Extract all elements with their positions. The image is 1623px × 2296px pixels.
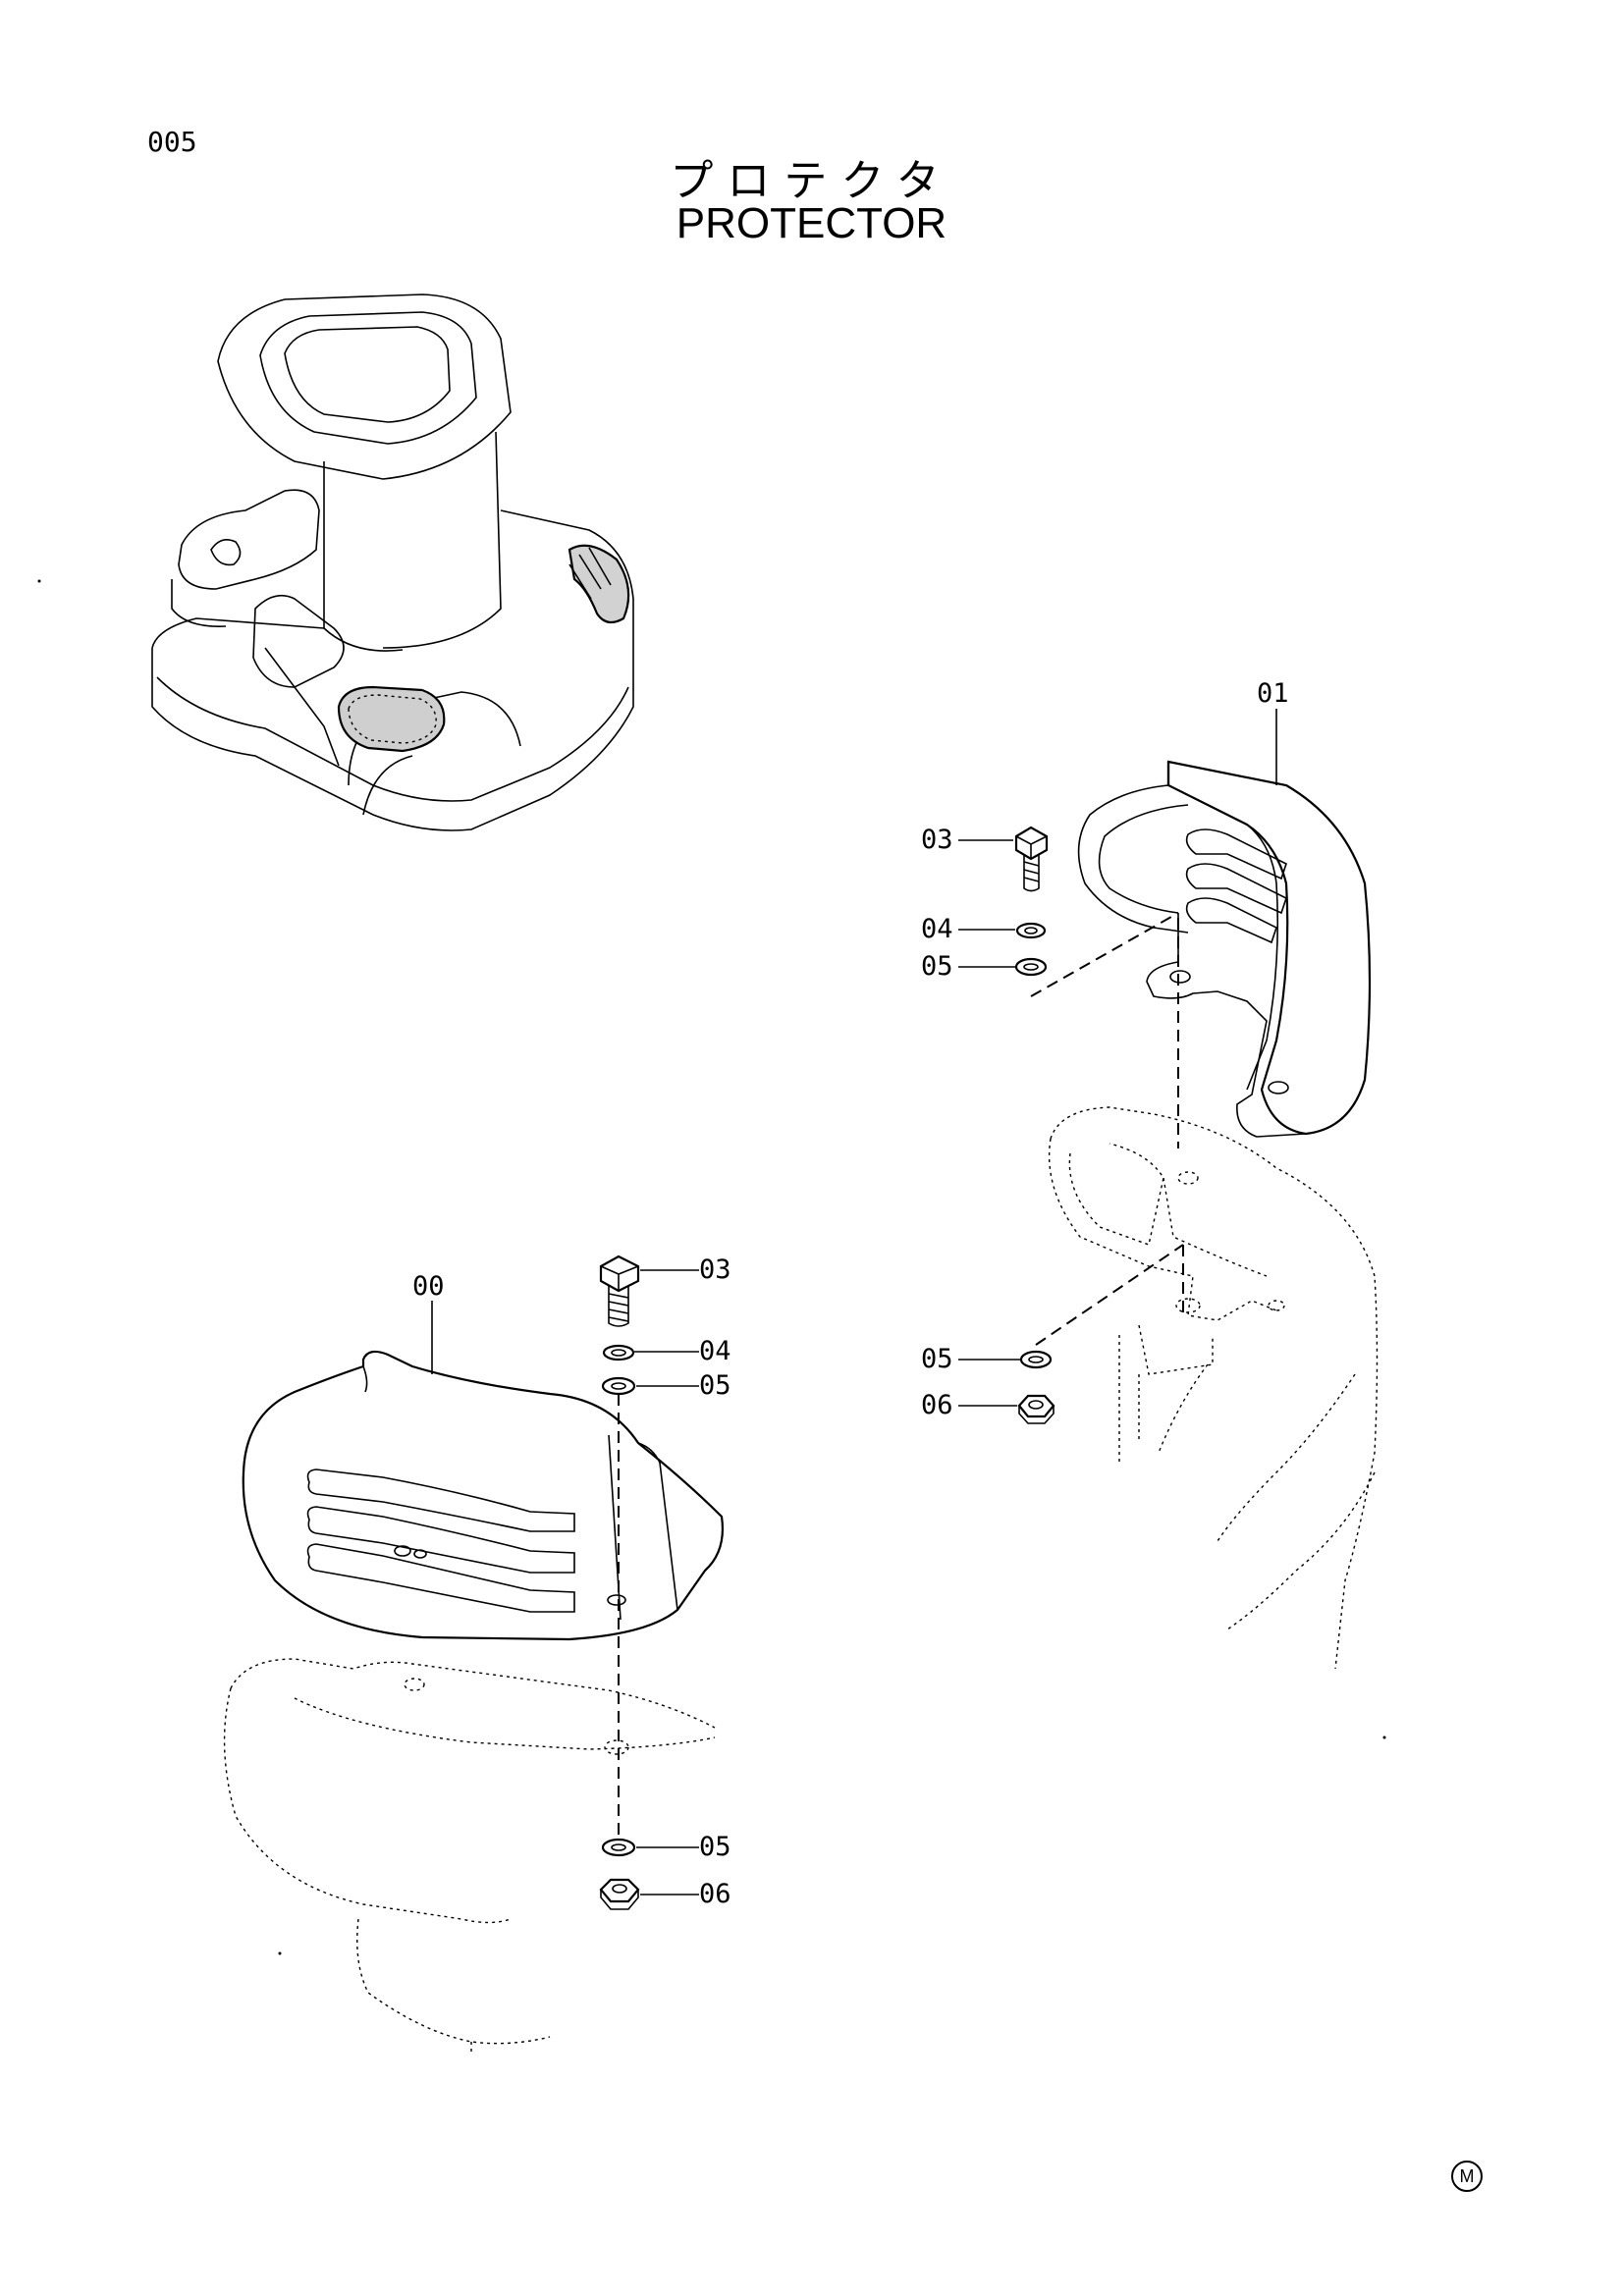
seat-assembly-overview-icon [151, 294, 634, 831]
callout-nut-06: 06 [699, 1879, 731, 1909]
callout-lock-washer-04-right: 04 [921, 914, 953, 944]
callout-bolt-03: 03 [699, 1255, 731, 1285]
lock-washer-icon [602, 1344, 635, 1362]
callout-bolt-03-right: 03 [921, 825, 953, 855]
washer-icon [1014, 957, 1053, 1369]
page-title-japanese: プロテクタ [670, 156, 953, 206]
callout-washer-05-upper-right: 05 [921, 951, 953, 982]
hex-nut-icon [599, 1878, 640, 1910]
callout-part-01: 01 [1257, 678, 1289, 709]
callout-part-00: 00 [412, 1271, 445, 1302]
protector-cover-icon [242, 1350, 724, 1641]
hex-nut-icon [1017, 1394, 1055, 1424]
lock-washer-icon [1015, 922, 1047, 939]
bolt-icon [1014, 826, 1049, 892]
console-body-icon [223, 1658, 716, 2052]
washer-icon [601, 1376, 636, 1857]
callout-lock-washer-04: 04 [699, 1336, 731, 1366]
bolt-icon [599, 1255, 640, 1327]
callout-washer-05-lower-right: 05 [921, 1344, 953, 1374]
callout-washer-05-upper: 05 [699, 1370, 731, 1401]
circled-m-mark: M [1451, 2161, 1483, 2192]
page-title: PROTECTOR [676, 199, 947, 247]
callout-washer-05-lower: 05 [699, 1832, 731, 1862]
callout-nut-06-right: 06 [921, 1390, 953, 1420]
page-number: 005 [147, 126, 197, 158]
protector-cover-icon [1077, 760, 1372, 1138]
console-body-icon [1048, 1106, 1379, 1670]
